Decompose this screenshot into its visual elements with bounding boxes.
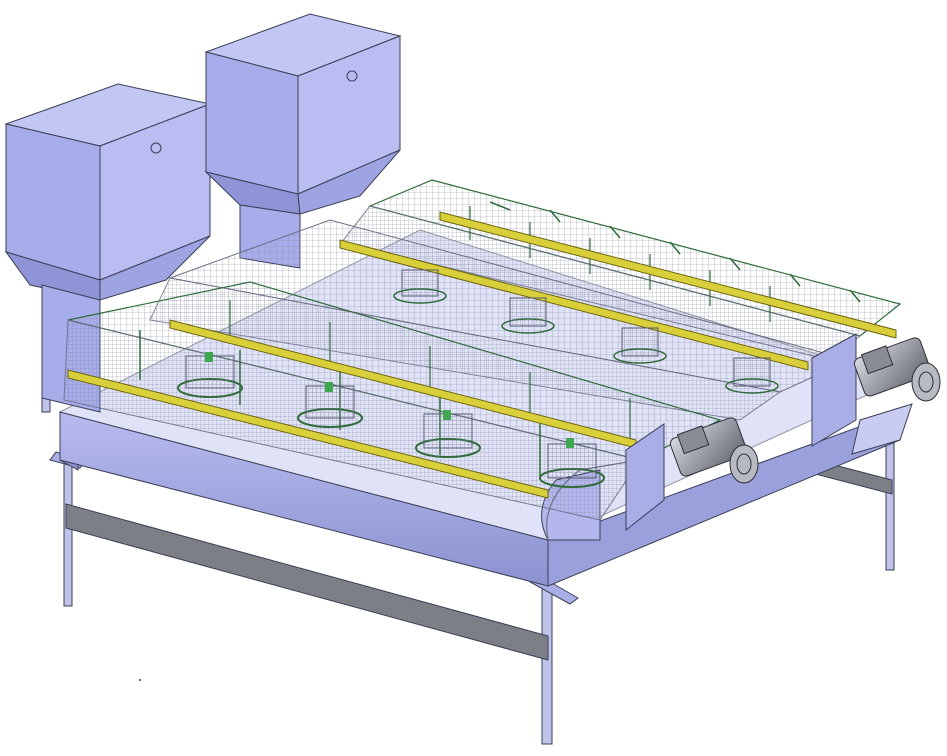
end-plate-front bbox=[625, 423, 665, 532]
feeder-drum-3 bbox=[415, 410, 481, 458]
feeder-rails bbox=[67, 211, 897, 499]
crossbar-front bbox=[65, 503, 549, 661]
feeder-rail-3 bbox=[339, 239, 809, 371]
feeder-drum-2 bbox=[297, 382, 363, 428]
feeder-drum-1 bbox=[177, 352, 243, 398]
feeder-drum-7 bbox=[613, 327, 667, 364]
feeder-drums-back bbox=[393, 269, 779, 394]
feeder-drum-4 bbox=[539, 438, 605, 488]
hopper-left-inspection-icon bbox=[150, 142, 162, 154]
end-plate-back bbox=[811, 333, 857, 447]
motor-back bbox=[853, 337, 941, 402]
motor-front bbox=[669, 417, 759, 484]
hopper-right-inspection-icon bbox=[346, 70, 358, 82]
feeder-drums-front bbox=[177, 352, 605, 488]
feeder-rail-4 bbox=[439, 211, 897, 339]
feeder-drum-6 bbox=[501, 297, 555, 334]
feeder-drum-8 bbox=[725, 357, 779, 394]
feeder-rail-1 bbox=[67, 369, 549, 499]
end-plates bbox=[625, 333, 857, 532]
motor-front-fan-cover-icon bbox=[729, 444, 759, 484]
motor-back-fan-cover-icon bbox=[911, 362, 941, 402]
feeder-drum-5 bbox=[393, 269, 447, 304]
